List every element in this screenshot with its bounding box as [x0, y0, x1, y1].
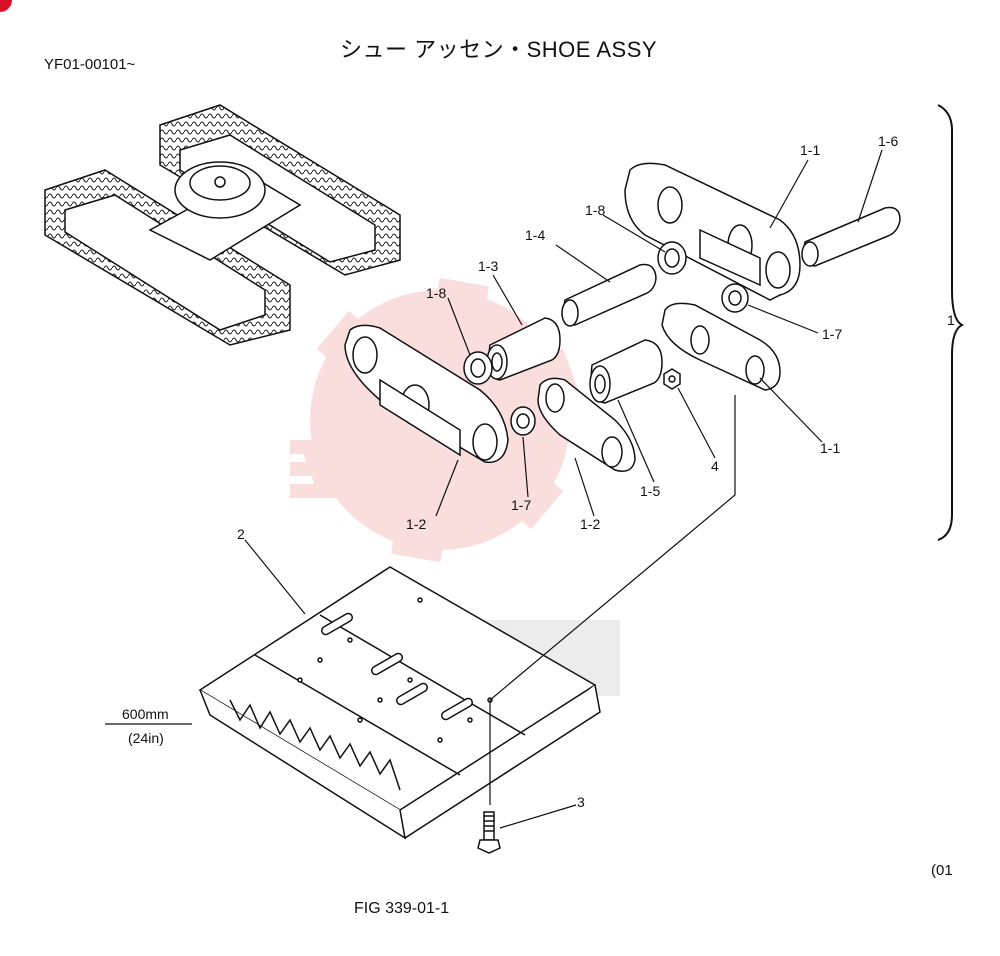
shoe-width-in: (24in)	[128, 730, 164, 746]
page-title: シュー アッセン・SHOE ASSY	[340, 37, 658, 62]
callout-1-2-middle: 1-2	[580, 516, 601, 532]
bushing-1-5	[589, 339, 663, 404]
seal-1-7-upper	[721, 283, 749, 313]
callout-1-8-lower: 1-8	[426, 285, 447, 301]
seal-1-7-lower	[510, 406, 536, 436]
crawler-undercarriage	[44, 104, 401, 346]
callout-1-7-lower: 1-7	[511, 497, 532, 513]
callout-1-5: 1-5	[640, 483, 661, 499]
pin-1-4	[561, 263, 657, 327]
pin-1-6	[801, 206, 901, 267]
nut-4	[663, 368, 681, 390]
group-label: 1	[947, 312, 955, 328]
callout-4: 4	[711, 458, 719, 474]
seal-1-8-upper	[657, 241, 687, 275]
group-bracket	[937, 104, 965, 541]
leader-lines	[244, 149, 883, 829]
track-link-1-1-lower	[661, 302, 781, 391]
track-link-1-2-middle	[537, 377, 636, 472]
figure-label: FIG 339-01-1	[354, 900, 450, 917]
callout-1-2-left: 1-2	[406, 516, 427, 532]
callout-2: 2	[237, 526, 245, 542]
callout-1-8-upper: 1-8	[585, 202, 606, 218]
bolt-3	[477, 811, 501, 854]
serial-range: YF01-00101~	[44, 56, 136, 73]
seal-1-8-lower	[463, 351, 493, 385]
track-link-1-1-upper	[624, 162, 801, 301]
track-shoe-plate-2	[198, 566, 601, 840]
track-link-1-2-left	[344, 324, 509, 464]
callout-1-1-upper: 1-1	[800, 142, 821, 158]
callout-1-4: 1-4	[525, 227, 546, 243]
page-reference: (01	[931, 862, 953, 879]
callout-1-1-lower: 1-1	[820, 440, 841, 456]
shoe-width-mm: 600mm	[122, 706, 169, 722]
callout-1-6: 1-6	[878, 133, 899, 149]
callout-1-7-upper: 1-7	[822, 326, 843, 342]
callout-3: 3	[577, 794, 585, 810]
callout-1-3: 1-3	[478, 258, 499, 274]
